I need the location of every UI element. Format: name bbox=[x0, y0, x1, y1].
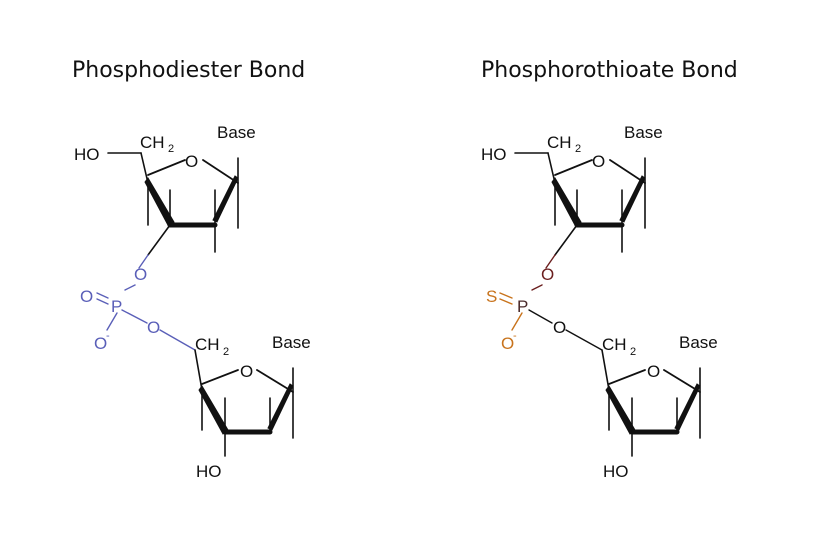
base-label: Base bbox=[624, 123, 663, 142]
panel-title: Phosphodiester Bond bbox=[72, 58, 305, 83]
bottom-sugar-ring bbox=[194, 349, 294, 457]
ch2-subscript: 2 bbox=[168, 143, 174, 155]
top-sugar-ring bbox=[107, 152, 239, 256]
bridging-oxygen-3prime: O bbox=[541, 265, 554, 284]
hydroxyl-label: HO bbox=[74, 145, 100, 164]
panel-phosphodiester: Phosphodiester Bond HO CH 2 Base O bbox=[72, 58, 311, 481]
charged-oxygen: O bbox=[501, 334, 514, 353]
ch2-label-bottom: CH bbox=[602, 335, 627, 354]
charged-oxygen: O bbox=[94, 334, 107, 353]
ch2-label: CH bbox=[547, 133, 572, 152]
base-label-bottom: Base bbox=[272, 333, 311, 352]
top-sugar-ring bbox=[514, 152, 646, 256]
bridging-oxygen-5prime: O bbox=[147, 318, 160, 337]
charge-sign: - bbox=[106, 330, 110, 342]
phosphate-linkage bbox=[96, 254, 196, 351]
ch2-subscript-bottom: 2 bbox=[630, 346, 636, 358]
ring-oxygen-label: O bbox=[592, 152, 605, 171]
hydroxyl-label-bottom: HO bbox=[196, 462, 222, 481]
base-label: Base bbox=[217, 123, 256, 142]
bridging-oxygen-3prime: O bbox=[134, 265, 147, 284]
thiophosphate-linkage bbox=[499, 254, 603, 351]
bridging-oxygen-5prime: O bbox=[553, 318, 566, 337]
panel-phosphorothioate: Phosphorothioate Bond HO CH 2 Base O bbox=[481, 58, 738, 481]
double-bond-atom: S bbox=[486, 287, 497, 306]
ch2-subscript-bottom: 2 bbox=[223, 346, 229, 358]
panel-title: Phosphorothioate Bond bbox=[481, 58, 738, 83]
bottom-sugar-ring bbox=[601, 349, 701, 457]
base-label-bottom: Base bbox=[679, 333, 718, 352]
phosphorus-label: P bbox=[517, 297, 528, 316]
ring-oxygen-label: O bbox=[185, 152, 198, 171]
ring-oxygen-label-bottom: O bbox=[240, 362, 253, 381]
ring-oxygen-label-bottom: O bbox=[647, 362, 660, 381]
charge-sign: - bbox=[513, 330, 517, 342]
ch2-label: CH bbox=[140, 133, 165, 152]
phosphorus-label: P bbox=[111, 297, 122, 316]
hydroxyl-label: HO bbox=[481, 145, 507, 164]
ch2-label-bottom: CH bbox=[195, 335, 220, 354]
hydroxyl-label-bottom: HO bbox=[603, 462, 629, 481]
ch2-subscript: 2 bbox=[575, 143, 581, 155]
double-bond-atom: O bbox=[80, 287, 93, 306]
